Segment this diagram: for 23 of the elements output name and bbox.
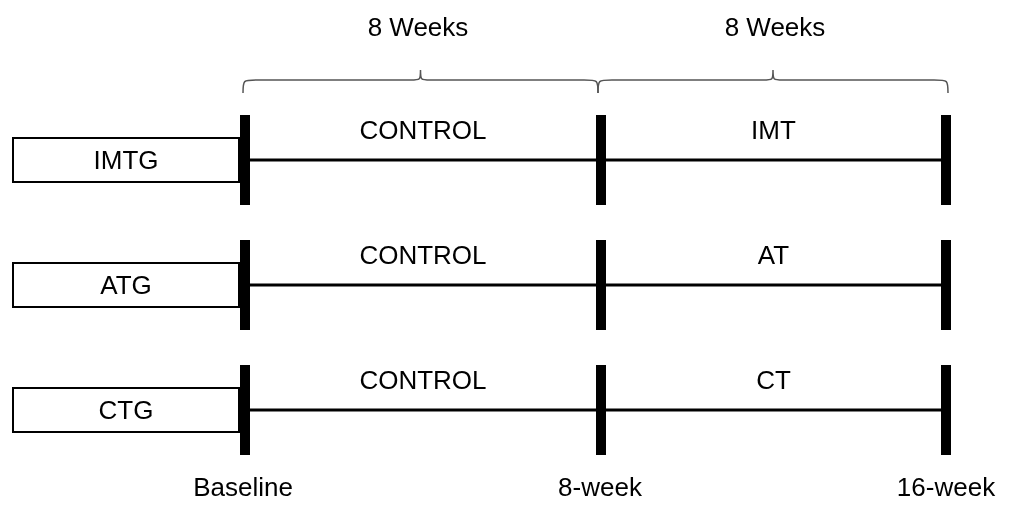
timepoint-bar [596,115,606,205]
timepoint-bar [941,365,951,455]
timepoint-bar [240,365,250,455]
group-box: ATG [12,262,240,308]
duration-label: 8 Weeks [724,14,826,40]
timeline-line [250,408,596,412]
timepoint-bar [941,240,951,330]
timeline-line [250,158,596,162]
timepoint-bar [596,365,606,455]
group-box: CTG [12,387,240,433]
timeline-line [606,283,941,287]
timepoint-label: 8-week [558,474,642,500]
timeline-line [250,283,596,287]
group-box: IMTG [12,137,240,183]
timepoint-bar [596,240,606,330]
timeline-line [606,408,941,412]
timepoint-bar [240,240,250,330]
duration-label: 8 Weeks [367,14,469,40]
timepoint-label: Baseline [193,474,293,500]
timepoint-label: 16-week [896,474,996,500]
timeline-line [606,158,941,162]
timepoint-bar [240,115,250,205]
timepoint-bar [941,115,951,205]
